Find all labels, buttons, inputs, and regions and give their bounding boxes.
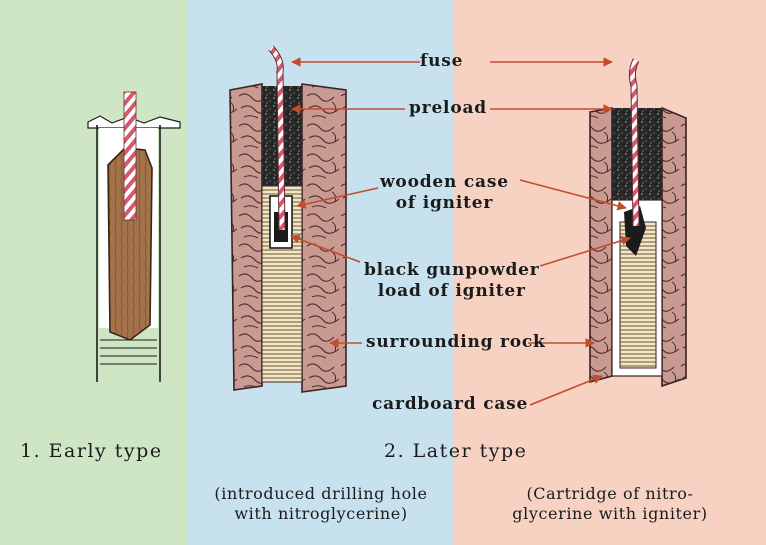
label-black-gunpowder-line1: black gunpowder xyxy=(364,260,540,280)
early-fuse xyxy=(123,91,137,221)
rock-right-cartridge xyxy=(661,106,687,388)
caption-later-type: 2. Later type xyxy=(384,440,528,462)
caption-early-type: 1. Early type xyxy=(20,440,163,462)
caption-left-sub-line2: with nitroglycerine) xyxy=(234,504,408,523)
rock-left xyxy=(229,83,263,391)
callout-arrows xyxy=(290,57,631,406)
label-wooden-case: wooden case of igniter xyxy=(380,172,509,214)
label-wooden-case-line1: wooden case xyxy=(380,172,509,192)
label-black-gunpowder: black gunpowder load of igniter xyxy=(364,260,540,302)
cartridge-drawing xyxy=(589,58,687,388)
label-wooden-case-line2: of igniter xyxy=(395,193,494,213)
fuse-left xyxy=(269,46,285,231)
arrow-gunpowder-left xyxy=(290,234,361,263)
label-preload: preload xyxy=(409,98,487,118)
caption-right-sub-line1: (Cartridge of nitro- xyxy=(526,484,694,503)
caption-left-sub-line1: (introduced drilling hole xyxy=(214,484,428,503)
arrow-wooden-case-left xyxy=(296,187,379,209)
label-cardboard-case: cardboard case xyxy=(372,394,529,414)
early-type-drawing xyxy=(87,91,181,382)
label-surrounding-rock: surrounding rock xyxy=(366,332,546,352)
caption-left-sub: (introduced drilling hole with nitroglyc… xyxy=(188,484,454,524)
fuse-right xyxy=(629,58,639,227)
label-fuse: fuse xyxy=(420,51,464,71)
label-black-gunpowder-line2: load of igniter xyxy=(377,281,526,301)
arrow-wooden-case-right xyxy=(519,179,627,211)
caption-right-sub: (Cartridge of nitro- glycerine with igni… xyxy=(470,484,750,524)
borehole-bottom-lines xyxy=(100,339,157,365)
drilled-hole-drawing xyxy=(229,45,347,393)
rock-right xyxy=(301,83,347,393)
arrow-gunpowder-right xyxy=(539,235,631,267)
arrow-cardboard-case xyxy=(529,374,603,406)
caption-right-sub-line2: glycerine with igniter) xyxy=(512,504,708,523)
